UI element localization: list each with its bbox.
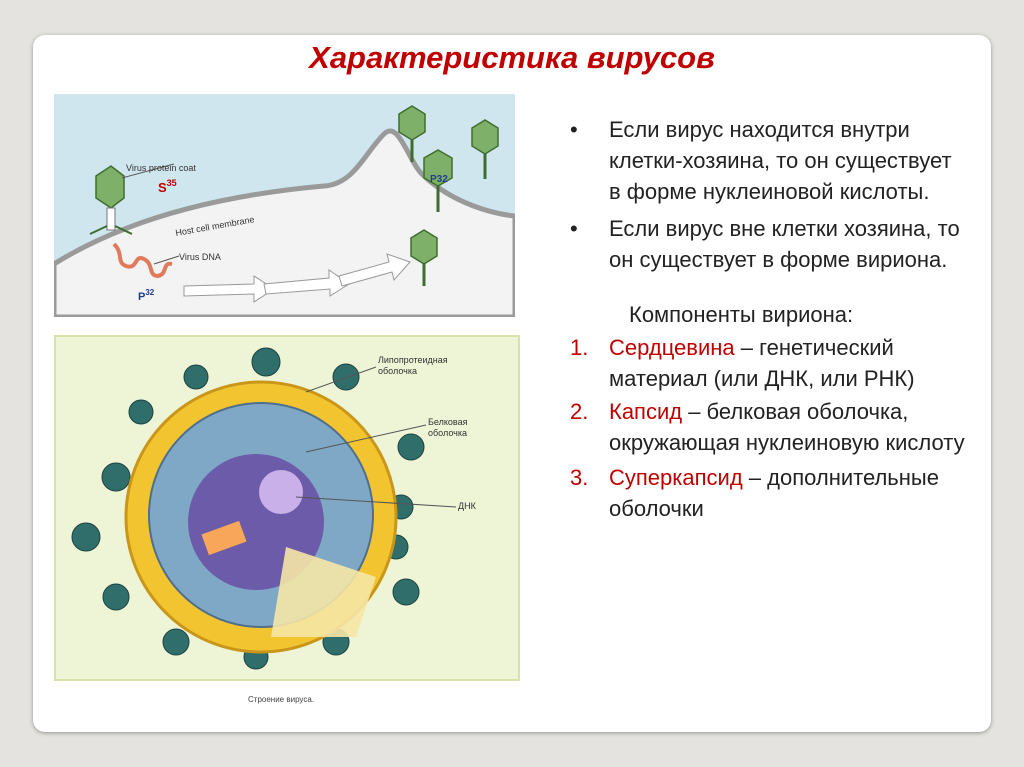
label-lipo-line2: оболочка: [378, 366, 417, 376]
virion-structure-figure: Липопротеидная оболочка Белковая оболочк…: [54, 335, 520, 681]
text-column: • Если вирус находится внутри клетки-хоз…: [566, 114, 966, 526]
virion-caption: Строение вируса.: [248, 695, 315, 704]
pointer-lipo: [305, 366, 377, 393]
label-dna: ДНК: [458, 501, 477, 511]
arrow-1: [183, 275, 275, 303]
label-lipo-line1: Липопротеидная: [378, 355, 448, 365]
phage-infection-diagram: Virus protein coat S35 Host cell membran…: [54, 105, 515, 317]
component-number: 2.: [570, 399, 589, 424]
component-description: – дополнительные оболочки: [609, 465, 939, 521]
phage-incoming: [89, 165, 133, 235]
phage-replicas: [398, 105, 499, 286]
component-number: 3.: [570, 465, 589, 490]
slide-title: Характеристика вирусов: [309, 40, 715, 75]
label-protein-coat: Virus protein coat: [126, 163, 196, 173]
bullet-dot: •: [570, 216, 578, 241]
label-s35: S35: [158, 178, 177, 195]
bullet-dot: •: [570, 117, 578, 142]
pointer-protein: [305, 424, 427, 453]
label-protein-line1: Белковая: [428, 417, 468, 427]
pointer-dna: [295, 496, 457, 508]
component-description: – генетический материал (или ДНК, или РН…: [609, 335, 915, 391]
bullet-outside-host: • Если вирус вне клетки хозяина, то он с…: [566, 213, 966, 275]
component-description: – белковая оболочка, окружающая нуклеино…: [609, 399, 965, 455]
component-capsid: 2. Капсид – белковая оболочка, окружающа…: [566, 396, 966, 458]
label-p32: P32: [138, 288, 155, 303]
cutaway-section: [271, 547, 376, 637]
pointer-coat: [121, 163, 175, 179]
phage-infection-figure: Virus protein coat S35 Host cell membran…: [54, 94, 515, 317]
surface-spikes: [71, 347, 425, 670]
label-protein-line2: оболочка: [428, 428, 467, 438]
nucleic-core-highlight: [259, 470, 303, 514]
virion-diagram: Липопротеидная оболочка Белковая оболочк…: [71, 347, 477, 670]
arrow-3: [338, 253, 411, 287]
virus-dna-strand: [112, 242, 173, 279]
bullet-text: Если вирус находится внутри клетки-хозяи…: [609, 117, 952, 204]
components-title: Компоненты вириона:: [629, 302, 854, 327]
component-term: Капсид: [609, 399, 683, 424]
bullet-inside-host: • Если вирус находится внутри клетки-хоз…: [566, 114, 966, 207]
component-number: 1.: [570, 335, 589, 360]
component-core: 1. Сердцевина – генетический материал (и…: [566, 332, 966, 394]
arrow-2: [263, 269, 350, 297]
component-term: Сердцевина: [609, 335, 735, 360]
label-virus-dna: Virus DNA: [179, 252, 221, 262]
dna-fragment: [201, 520, 247, 556]
component-supercapsid: 3. Суперкапсид – дополнительные оболочки: [566, 462, 966, 524]
label-p32-inside: P32: [430, 174, 448, 185]
pointer-dna: [153, 255, 180, 265]
bullet-text: Если вирус вне клетки хозяина, то он сущ…: [609, 216, 960, 272]
component-term: Суперкапсид: [609, 465, 743, 490]
